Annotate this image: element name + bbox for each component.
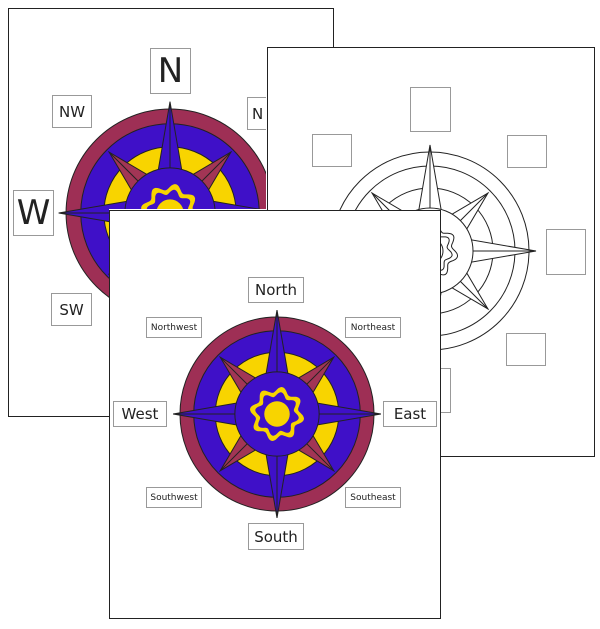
flower-center <box>416 237 444 265</box>
middle-sheet-label-n <box>410 87 451 132</box>
front-sheet-label-n: North <box>248 277 304 303</box>
flower-center <box>264 401 290 427</box>
front-sheet-label-nw: Northwest <box>146 317 202 338</box>
middle-sheet-label-ne <box>507 135 547 168</box>
front-sheet-label-se: Southeast <box>345 487 401 508</box>
middle-sheet-label-e <box>546 229 586 275</box>
back-sheet-label-ne: N <box>247 97 266 130</box>
intercardinal-point <box>370 250 431 311</box>
intercardinal-point <box>107 212 171 276</box>
middle-sheet-label-s <box>441 368 451 413</box>
center-disc <box>124 167 216 259</box>
front-sheet-label-e: East <box>383 401 437 427</box>
front-sheet-label-w: West <box>113 401 167 427</box>
back-sheet-label-w: W <box>13 190 54 236</box>
point-midline <box>371 250 431 310</box>
front-compass-rose <box>173 310 381 518</box>
cardinal-point <box>413 250 447 358</box>
back-sheet-label-sw: SW <box>51 293 92 326</box>
point-midline <box>169 212 232 275</box>
cardinal-point <box>323 234 431 268</box>
front-sheet-label-ne: Northeast <box>345 317 401 338</box>
center-disc <box>386 207 474 295</box>
middle-sheet-label-se <box>506 333 546 366</box>
point-midline <box>108 212 171 275</box>
cardinal-point <box>153 212 187 325</box>
front-sheet-label-sw: Southwest <box>146 487 202 508</box>
back-sheet-label-n: N <box>150 48 191 94</box>
intercardinal-point <box>169 212 233 276</box>
middle-sheet-label-nw <box>312 134 352 167</box>
front-sheet-label-s: South <box>248 523 304 550</box>
flower-center <box>156 199 184 227</box>
back-sheet-label-nw: NW <box>52 95 92 128</box>
